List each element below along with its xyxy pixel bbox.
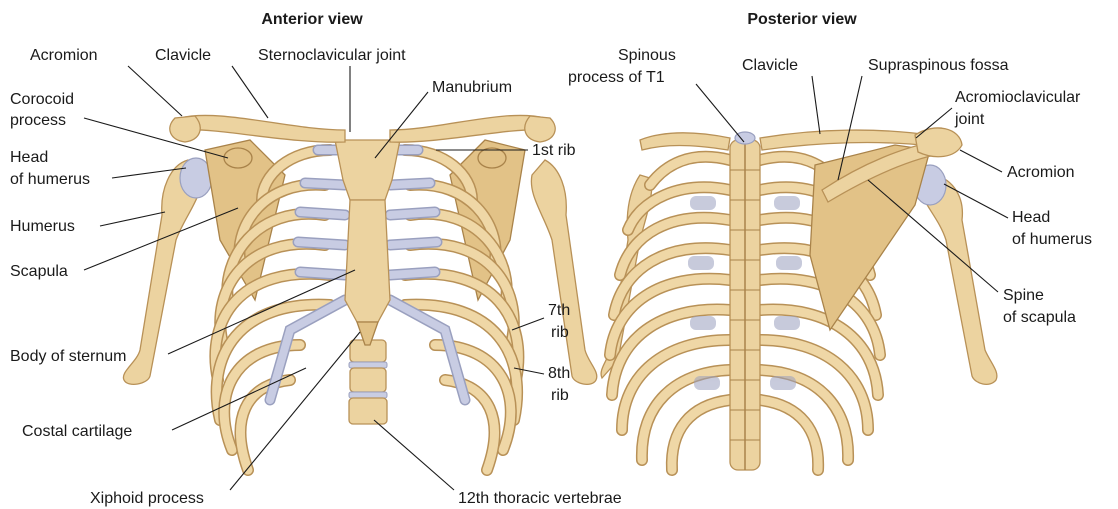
anterior-illustration (123, 115, 596, 470)
label-acromioclavicular-joint-1: Acromioclavicular (955, 89, 1081, 106)
anterior-acromion-left (170, 116, 200, 142)
leader-acromion-posterior (960, 150, 1002, 172)
anterior-acromion-right (525, 116, 555, 142)
label-clavicle-anterior: Clavicle (155, 47, 211, 64)
label-xiphoid-process: Xiphoid process (90, 490, 204, 507)
label-acromioclavicular-joint-2: joint (954, 111, 985, 128)
label-8th-rib-2: rib (551, 387, 569, 404)
label-costal-cartilage: Costal cartilage (22, 423, 132, 440)
label-head-of-humerus-1-posterior: Head (1012, 209, 1050, 226)
anterior-clavicle-left (180, 115, 345, 142)
leader-acromion-anterior (128, 66, 182, 116)
leader-humerus (100, 212, 165, 226)
posterior-clavicle-left (640, 133, 730, 150)
label-spine-of-scapula-1: Spine (1003, 287, 1044, 304)
posterior-vertebral-column (730, 132, 760, 470)
label-7th-rib-2: rib (551, 324, 569, 341)
anterior-humerus-right (531, 160, 596, 384)
leader-clavicle-posterior (812, 76, 820, 134)
label-corocoid-process-2: process (10, 112, 66, 129)
label-sternoclavicular-joint: Sternoclavicular joint (258, 47, 406, 64)
label-head-of-humerus-1-anterior: Head (10, 149, 48, 166)
label-acromion-posterior: Acromion (1007, 164, 1075, 181)
label-spinous-process-2: process of T1 (568, 69, 665, 86)
label-manubrium: Manubrium (432, 79, 512, 96)
posterior-view-title: Posterior view (747, 11, 857, 28)
label-clavicle-posterior: Clavicle (742, 57, 798, 74)
leader-12th-thoracic-vertebrae (374, 420, 454, 490)
posterior-illustration (601, 128, 997, 470)
anterior-coracoid-right (478, 148, 506, 168)
label-scapula: Scapula (10, 263, 68, 280)
label-8th-rib-1: 8th (548, 365, 570, 382)
label-corocoid-process-1: Corocoid (10, 91, 74, 108)
anterior-clavicle-right (390, 115, 545, 142)
label-head-of-humerus-2-anterior: of humerus (10, 171, 90, 188)
label-spinous-process-1: Spinous (618, 47, 676, 64)
label-1st-rib: 1st rib (532, 142, 576, 159)
label-7th-rib-1: 7th (548, 302, 570, 319)
leader-clavicle-anterior (232, 66, 268, 118)
label-12th-thoracic-vertebrae: 12th thoracic vertebrae (458, 490, 622, 507)
label-humerus: Humerus (10, 218, 75, 235)
label-spine-of-scapula-2: of scapula (1003, 309, 1076, 326)
label-acromion-anterior: Acromion (30, 47, 98, 64)
anterior-vertebrae (349, 340, 387, 424)
anterior-view-title: Anterior view (261, 11, 363, 28)
anterior-manubrium (335, 140, 400, 200)
anterior-sternum-body (345, 200, 390, 322)
label-body-of-sternum: Body of sternum (10, 348, 127, 365)
label-supraspinous-fossa: Supraspinous fossa (868, 57, 1009, 74)
label-head-of-humerus-2-posterior: of humerus (1012, 231, 1092, 248)
anterior-coracoid-left (224, 148, 252, 168)
